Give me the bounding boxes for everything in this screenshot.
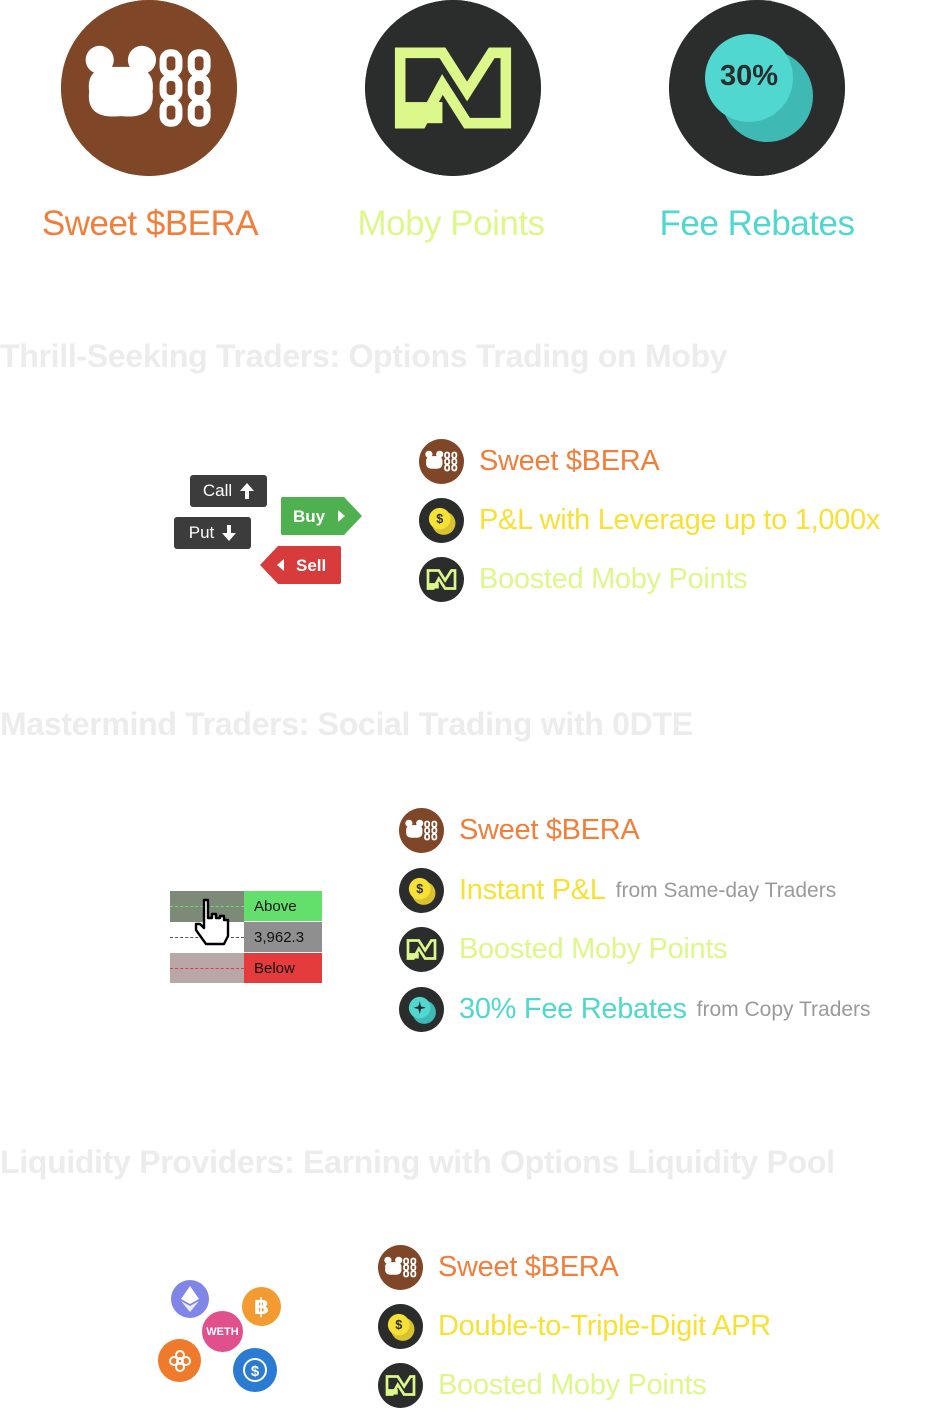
rebate-30-icon: 30% xyxy=(669,0,845,176)
moby-logo-icon xyxy=(378,1363,423,1408)
benefit-fee-rebates: 30% Fee Rebates from Copy Traders xyxy=(399,987,871,1032)
hero-label-sweet-bera: Sweet $BERA xyxy=(41,204,259,243)
benefit-label: Double-to-Triple-Digit APR xyxy=(438,1310,771,1342)
benefit-boosted-moby-points: Boosted Moby Points xyxy=(399,927,728,972)
bitcoin-icon: ฿ xyxy=(242,1287,281,1326)
bera-chain-icon xyxy=(419,439,464,484)
below-label: Below xyxy=(254,959,295,977)
benefit-apr: Double-to-Triple-Digit APR xyxy=(378,1304,771,1349)
price-label: 3,962.3 xyxy=(254,928,305,946)
below-line xyxy=(170,968,244,969)
benefit-instant-pnl: Instant P&L from Same-day Traders xyxy=(399,868,836,913)
benefit-sweet-bera: Sweet $BERA xyxy=(399,808,640,853)
dollar-coin-icon xyxy=(378,1304,423,1349)
weth-coin: WETH xyxy=(202,1311,243,1352)
benefit-label: Sweet $BERA xyxy=(438,1251,619,1283)
arrow-up-icon xyxy=(240,483,255,499)
benefit-leverage-pnl: P&L with Leverage up to 1,000x xyxy=(419,498,880,543)
benefit-label: Sweet $BERA xyxy=(459,814,640,846)
buy-label: Buy xyxy=(293,507,326,526)
benefit-label: 30% Fee Rebates xyxy=(459,993,687,1025)
above-cell: Above xyxy=(244,891,322,921)
section-title-liquidity-providers: Liquidity Providers: Earning with Option… xyxy=(0,1144,835,1180)
benefit-sweet-bera: Sweet $BERA xyxy=(419,439,660,484)
rebate-icon xyxy=(399,987,444,1032)
hero-label-fee-rebates: Fee Rebates xyxy=(659,204,855,243)
benefit-sublabel: from Copy Traders xyxy=(696,997,871,1021)
benefit-label: Boosted Moby Points xyxy=(459,933,728,965)
benefit-label: Boosted Moby Points xyxy=(479,563,748,595)
benefit-boosted-moby-points: Boosted Moby Points xyxy=(378,1363,707,1408)
benefit-label: Boosted Moby Points xyxy=(438,1369,707,1401)
ethereum-icon xyxy=(171,1280,209,1318)
benefit-sweet-bera: Sweet $BERA xyxy=(378,1245,619,1290)
svg-text:$: $ xyxy=(251,1363,260,1380)
hero-label-moby-points: Moby Points xyxy=(357,204,545,243)
call-tag: Call xyxy=(190,475,267,507)
sell-label: Sell xyxy=(296,556,327,575)
arrow-down-icon xyxy=(222,525,237,541)
dollar-coin-icon xyxy=(419,498,464,543)
put-tag: Put xyxy=(174,517,251,549)
below-cell: Below xyxy=(244,953,322,983)
sell-tag xyxy=(260,546,341,584)
benefit-label: Instant P&L xyxy=(459,874,606,906)
section-title-thrill-seeking: Thrill-Seeking Traders: Options Trading … xyxy=(0,338,728,374)
benefit-sublabel: from Same-day Traders xyxy=(615,878,837,902)
price-cell: 3,962.3 xyxy=(244,922,322,952)
buy-tag xyxy=(281,497,362,535)
benefit-label: Sweet $BERA xyxy=(479,445,660,477)
moby-logo-icon xyxy=(419,557,464,602)
rebate-badge-text: 30% xyxy=(719,60,779,92)
call-label: Call xyxy=(202,481,233,500)
weth-label: WETH xyxy=(206,1325,239,1338)
put-label: Put xyxy=(188,523,215,542)
above-label: Above xyxy=(254,897,297,915)
usdc-icon: $ xyxy=(233,1348,277,1392)
section-title-mastermind: Mastermind Traders: Social Trading with … xyxy=(0,706,693,742)
bera-chain-icon xyxy=(61,0,237,176)
honeycomb-token-icon xyxy=(158,1339,201,1382)
moby-logo-icon xyxy=(365,0,541,176)
moby-logo-icon xyxy=(399,927,444,972)
benefit-label: P&L with Leverage up to 1,000x xyxy=(479,504,881,536)
hand-cursor-icon xyxy=(194,898,230,946)
dollar-coin-icon xyxy=(399,868,444,913)
bera-chain-icon xyxy=(399,808,444,853)
bera-chain-icon xyxy=(378,1245,423,1290)
benefit-boosted-moby-points: Boosted Moby Points xyxy=(419,557,748,602)
